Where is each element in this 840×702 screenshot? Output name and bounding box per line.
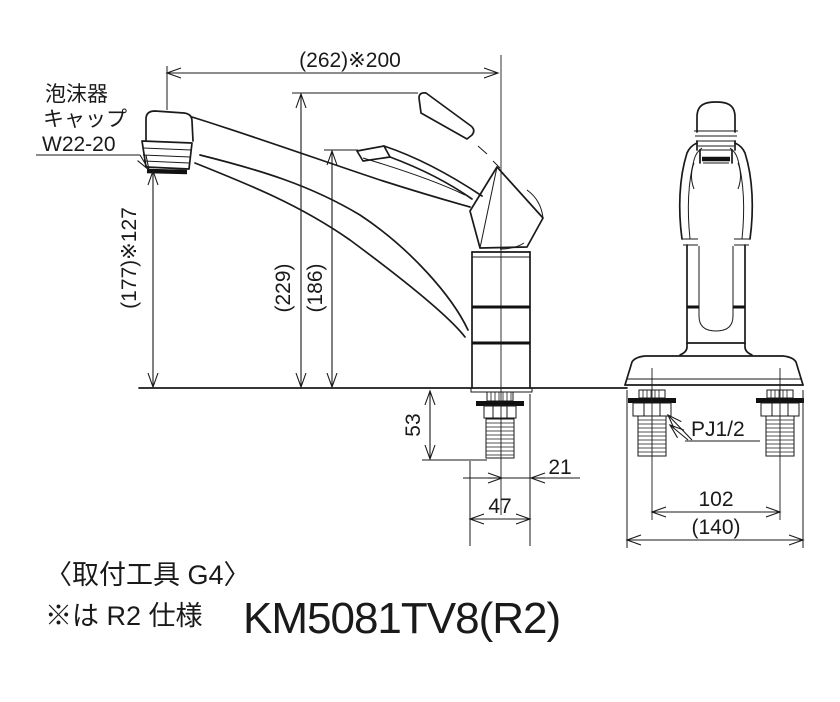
spec-note: ※は R2 仕様	[45, 601, 203, 631]
front-handle	[678, 142, 754, 246]
front-view	[624, 101, 804, 520]
faucet-body	[470, 251, 533, 393]
dim-base-width: (140)	[691, 516, 740, 539]
lever-handle	[356, 145, 483, 200]
lever-raised-phantom	[418, 92, 501, 169]
dim-shank-length: 53	[402, 413, 425, 436]
cartridge-cap	[469, 166, 544, 250]
front-column	[679, 244, 753, 356]
aerator-label-line1: 泡沫器	[45, 83, 108, 106]
mounting-tool-note: 〈取付工具 G4〉	[45, 560, 251, 590]
spout	[191, 116, 471, 338]
callouts: 泡沫器 キャップ W22-20 PJ1/2	[36, 83, 760, 442]
aerator-label-line2: キャップ	[43, 108, 127, 131]
dim-spout-outlet-height: (177)※127	[118, 207, 141, 309]
dim-center-offset: 21	[548, 456, 571, 479]
dimensions: (262)※200 (177)※127 (229) (186) 53 21 47…	[118, 49, 805, 548]
front-base	[624, 355, 804, 386]
thread-type-label: PJ1/2	[691, 418, 745, 441]
side-view	[141, 55, 544, 515]
aerator-label-line3: W22-20	[42, 133, 116, 156]
serrated-washer	[476, 401, 524, 406]
dim-handle-up-height: (229)	[272, 263, 295, 312]
side-view-shank	[476, 391, 524, 459]
dim-body-width: 47	[488, 495, 511, 518]
model-number: KM5081TV8(R2)	[243, 594, 560, 643]
title-block: 〈取付工具 G4〉 ※は R2 仕様 KM5081TV8(R2)	[45, 560, 561, 643]
dim-spout-reach: (262)※200	[299, 49, 401, 72]
front-spout-tip	[694, 101, 738, 164]
dim-hole-pitch: 102	[698, 488, 733, 511]
dim-handle-rest-height: (186)	[304, 263, 327, 312]
aerator-cap	[141, 110, 194, 175]
